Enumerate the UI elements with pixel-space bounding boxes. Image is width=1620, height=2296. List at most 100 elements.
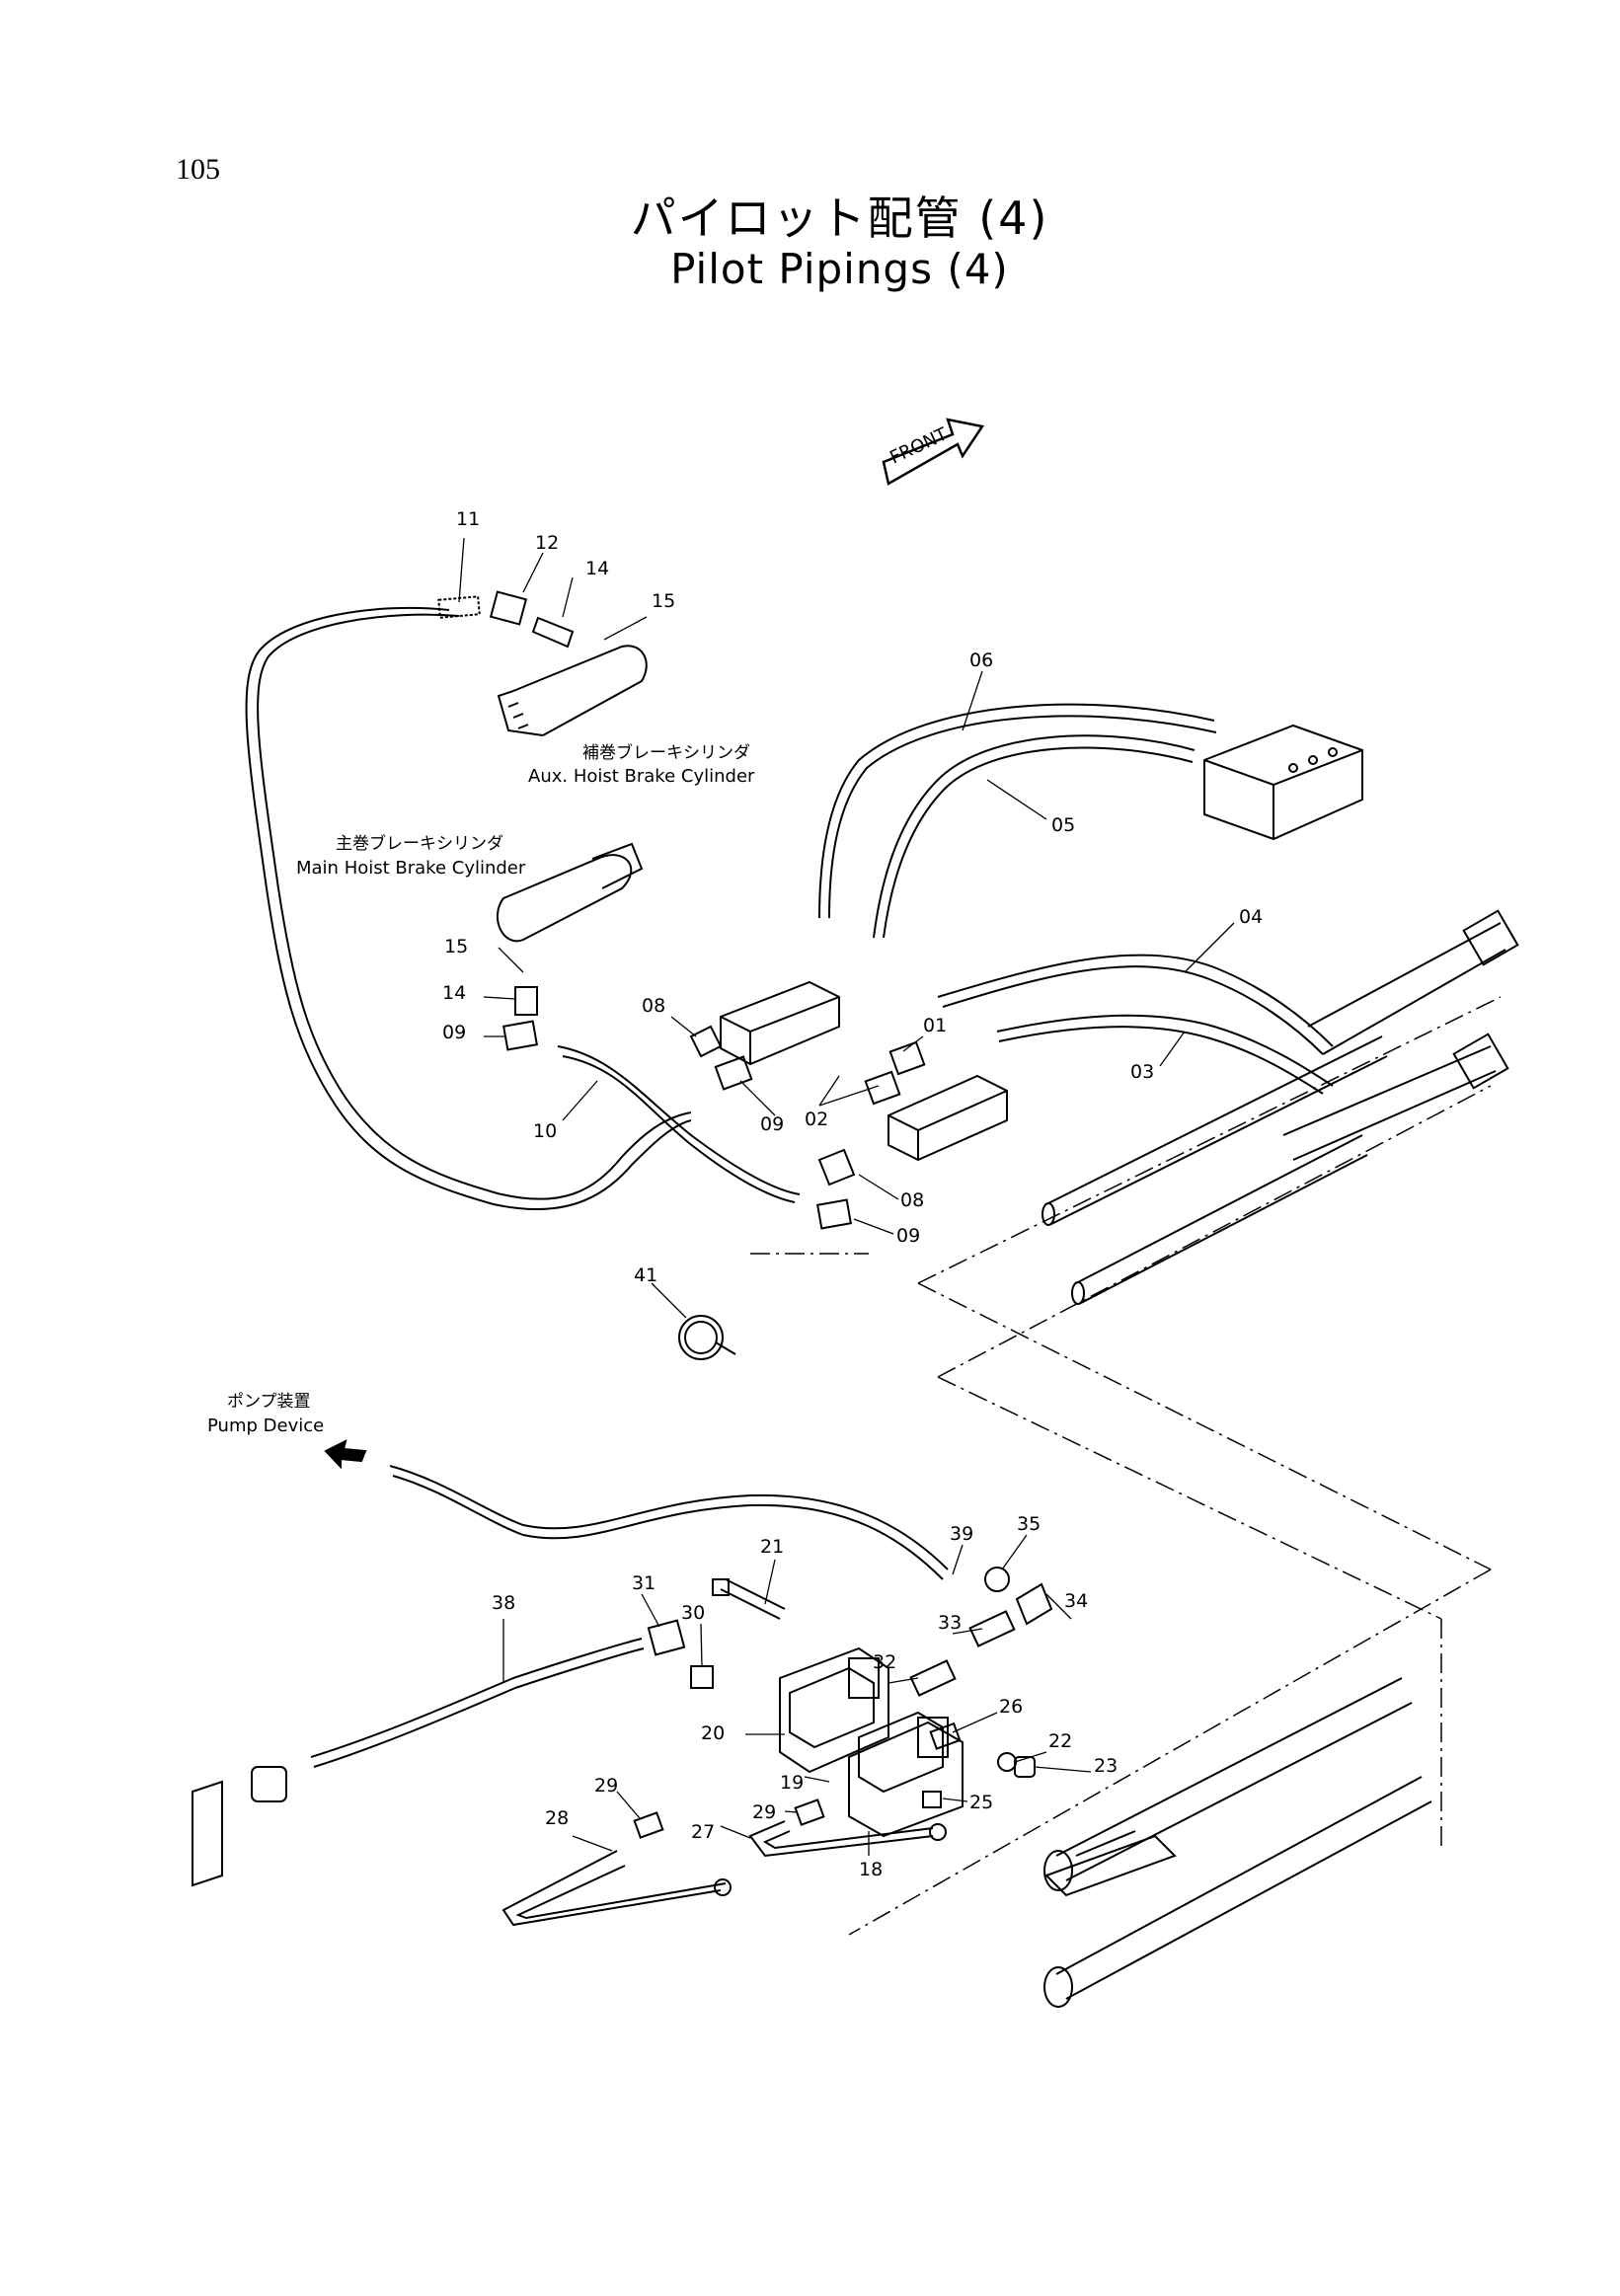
part-number: 32 [873,1651,896,1673]
leader-lines [458,537,1235,1856]
page-number: 105 [176,153,220,186]
pump-device-label-en: Pump Device [207,1416,324,1436]
fitting-31 [647,1619,686,1656]
valve-block-top [1203,724,1363,841]
main-brake-label-en: Main Hoist Brake Cylinder [296,858,526,879]
hose-03 [996,1014,1334,1095]
clamp-41 [678,1315,736,1360]
aux-hoist-brake-cylinder [497,645,648,736]
part-number: 27 [691,1821,715,1843]
main-brake-label-jp: 主巻ブレーキシリンダ [336,833,503,854]
hose-05 [873,734,1196,939]
fitting-08-a [689,1025,723,1058]
part-number: 33 [938,1612,962,1634]
manifold-bar-upper [1307,909,1519,1055]
pipe-28 [501,1850,732,1927]
title-japanese: パイロット配管 (4) [630,191,1049,245]
solenoid-valve-20 [779,1646,889,1774]
aux-brake-label-jp: 補巻ブレーキシリンダ [582,742,750,763]
hose-04 [937,954,1334,1055]
fitting-14-left [514,986,538,1016]
front-arrow-marker [882,418,985,486]
hose-38 [310,1638,645,1768]
valve-block-center-left [720,980,840,1066]
pump-device-label-jp: ポンプ装置 [227,1392,311,1412]
fitting-26 [929,1722,962,1750]
part-number: 28 [545,1807,569,1829]
part-number: 22 [1048,1730,1072,1752]
part-number: 09 [896,1225,920,1247]
fitting-25 [922,1791,942,1808]
part-number: 08 [900,1189,924,1211]
part-number: 11 [456,508,480,530]
hose-11 [245,595,692,1211]
part-number: 02 [805,1109,828,1130]
part-number: 01 [923,1015,947,1036]
fitting-01 [888,1040,926,1076]
solenoid-valve-18 [848,1711,964,1838]
part-number: 23 [1094,1755,1118,1777]
part-number: 41 [634,1264,657,1286]
part-number: 38 [492,1592,515,1614]
manifold-bar-lower [1282,1033,1509,1161]
part-number: 35 [1017,1513,1041,1535]
part-number: 05 [1051,814,1075,836]
part-number: 06 [969,650,993,671]
fitting-33 [968,1610,1016,1647]
part-number: 03 [1130,1061,1154,1083]
pipe-bar-2 [1071,1134,1368,1305]
part-number: 39 [950,1523,973,1545]
fitting-30 [690,1665,714,1689]
part-number: 31 [632,1572,656,1594]
part-number: 15 [652,590,675,612]
bolt-21 [712,1578,786,1620]
bracket-bottom-left [192,1766,287,1887]
fitting-22 [997,1752,1017,1772]
fitting-34 [1015,1582,1053,1626]
part-number: 15 [444,936,468,957]
part-number: 26 [999,1696,1023,1718]
part-number: 04 [1239,906,1263,928]
fitting-29-b [794,1799,825,1826]
valve-block-center-right [887,1074,1008,1162]
pipe-bar-1 [1041,1035,1388,1226]
fitting-12 [489,590,528,626]
fitting-09-bottom [815,1198,853,1230]
fitting-09-center [714,1055,753,1091]
part-number: 29 [594,1775,618,1797]
fitting-35 [984,1567,1010,1592]
reference-lines [750,996,1502,1936]
part-number: 10 [533,1120,557,1142]
main-hoist-brake-cylinder [497,842,644,943]
fitting-29-a [633,1811,664,1839]
pipe-lower-right-3 [1043,1776,1432,2008]
title-english: Pilot Pipings (4) [670,245,1009,293]
part-number: 14 [585,558,609,579]
hose-39 [389,1465,949,1580]
part-number: 21 [760,1536,784,1558]
part-number: 12 [535,532,559,554]
aux-brake-label-en: Aux. Hoist Brake Cylinder [528,766,755,787]
part-number: 09 [442,1022,466,1043]
part-number: 14 [442,982,466,1004]
part-number: 34 [1064,1590,1088,1612]
part-number: 25 [969,1792,993,1813]
fitting-14-top [531,616,575,649]
fitting-02 [864,1070,901,1106]
fitting-23 [1014,1756,1036,1778]
part-number: 19 [780,1772,804,1794]
pipe-lower-right-2 [1043,1677,1413,1891]
fitting-08-b [817,1148,856,1186]
part-number: 29 [752,1801,776,1823]
fitting-09-left [501,1020,539,1051]
hose-06 [818,703,1217,919]
fitting-32 [909,1659,957,1697]
hose-10 [557,1045,801,1203]
part-number: 18 [859,1859,883,1880]
part-number: 30 [681,1602,705,1624]
part-number: 08 [642,995,665,1017]
pipe-27 [748,1820,947,1858]
pipe-lower-right-1 [1044,1830,1177,1897]
pump-device-arrow [324,1439,367,1470]
